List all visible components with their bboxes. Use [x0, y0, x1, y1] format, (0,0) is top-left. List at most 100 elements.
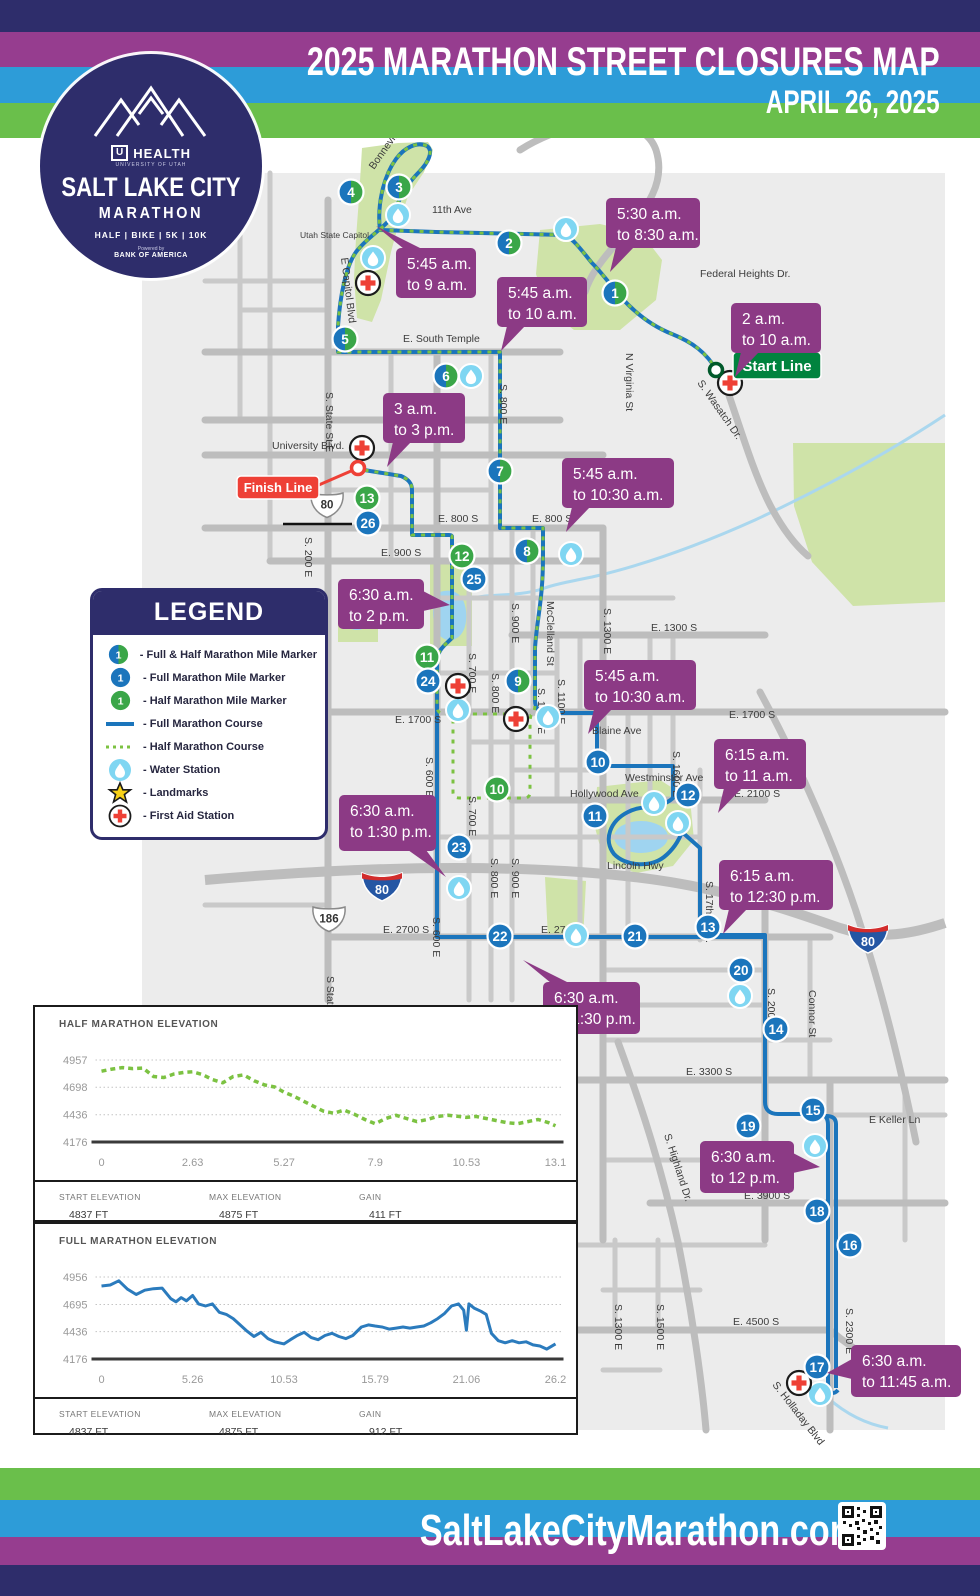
svg-text:4698: 4698: [63, 1082, 87, 1094]
svg-text:7: 7: [496, 464, 504, 479]
closure-time-callout: 6:30 a.m.to 2 p.m.: [338, 579, 450, 629]
website-url: SaltLakeCityMarathon.com: [419, 1506, 861, 1555]
svg-text:9: 9: [514, 674, 522, 689]
logo-races: HALF | BIKE | 5K | 10K: [94, 230, 208, 240]
svg-text:6:15 a.m.: 6:15 a.m.: [730, 868, 795, 885]
svg-text:to 12 p.m.: to 12 p.m.: [711, 1170, 780, 1187]
street-label: S. 1300 E: [601, 608, 613, 654]
svg-text:12: 12: [680, 788, 695, 803]
svg-text:26: 26: [360, 516, 376, 531]
svg-text:2.63: 2.63: [182, 1157, 203, 1169]
legend-item-full-half-marker: 1 - Full & Half Marathon Mile Marker: [105, 642, 317, 667]
svg-text:4176: 4176: [63, 1354, 87, 1366]
water-station-icon: [445, 697, 471, 723]
svg-text:5: 5: [341, 332, 349, 347]
mile-marker-split-5: 5: [331, 325, 359, 353]
finish-point: [349, 459, 367, 477]
street-label: E. 1700 S: [729, 709, 775, 721]
svg-text:4436: 4436: [63, 1327, 87, 1339]
header-stripe-navy: [0, 0, 980, 32]
svg-text:to 11:45 a.m.: to 11:45 a.m.: [862, 1374, 951, 1391]
svg-text:26.2: 26.2: [545, 1374, 566, 1386]
svg-text:10: 10: [590, 755, 605, 770]
svg-text:6:30 a.m.: 6:30 a.m.: [554, 990, 619, 1007]
mile-marker-half-11: 11: [413, 643, 441, 671]
svg-text:11: 11: [588, 809, 603, 824]
full-course-line-icon: [105, 720, 135, 728]
street-label: S. 200 E: [302, 537, 314, 577]
svg-text:12: 12: [454, 549, 469, 564]
mile-marker-half-13: 13: [353, 484, 381, 512]
svg-text:10.53: 10.53: [453, 1157, 481, 1169]
mile-marker-full-11: 11: [581, 802, 609, 830]
mile-marker-full-22: 22: [486, 922, 514, 950]
street-label: S. 1300 E: [612, 1304, 624, 1350]
first-aid-icon: [785, 1369, 813, 1397]
mile-marker-full-10: 10: [584, 748, 612, 776]
mile-marker-full-15: 15: [799, 1096, 827, 1124]
svg-text:6:30 a.m.: 6:30 a.m.: [349, 587, 414, 604]
half-course-line-icon: [105, 743, 135, 751]
svg-text:10.53: 10.53: [270, 1374, 298, 1386]
svg-text:4: 4: [347, 185, 355, 200]
mile-marker-full-18: 18: [803, 1197, 831, 1225]
svg-text:24: 24: [420, 674, 436, 689]
legend-item-full-course: - Full Marathon Course: [105, 712, 317, 735]
closure-time-callout: 6:30 a.m.to 12 p.m.: [700, 1141, 820, 1193]
water-station-icon: [458, 363, 484, 389]
svg-text:21.06: 21.06: [453, 1374, 481, 1386]
legend-panel: LEGEND 1 - Full & Half Marathon Mile Mar…: [90, 588, 328, 840]
closure-time-callout: 6:30 a.m.to 1:30 p.m.: [339, 795, 446, 877]
street-label: Blaine Ave: [592, 725, 642, 737]
page-title: 2025 MARATHON STREET CLOSURES MAP: [307, 40, 940, 84]
svg-text:5:45 a.m.: 5:45 a.m.: [407, 256, 472, 273]
half-chart-title: HALF MARATHON ELEVATION: [59, 1019, 219, 1030]
svg-text:0: 0: [98, 1157, 104, 1169]
svg-text:8: 8: [523, 544, 531, 559]
svg-text:to 10:30 a.m.: to 10:30 a.m.: [595, 689, 685, 706]
half_marathon_elevation-line: [101, 1065, 557, 1128]
first-aid-icon: [502, 705, 530, 733]
svg-text:to 3 p.m.: to 3 p.m.: [394, 422, 454, 439]
first-aid-icon: [348, 434, 376, 462]
mile-marker-full-17: 17: [803, 1353, 831, 1381]
street-label: E. 1700 S: [395, 714, 441, 726]
route-shield: 186: [312, 905, 346, 933]
legend-item-half-marker: 1 - Half Marathon Mile Marker: [105, 688, 317, 713]
mile-marker-full-12: 12: [674, 781, 702, 809]
svg-text:16: 16: [842, 1238, 858, 1253]
mile-marker-full-26: 26: [354, 509, 382, 537]
full-half-mile-marker-icon: 1: [105, 642, 132, 667]
street-label: S. 900 E: [509, 858, 521, 898]
street-label: Westminster Ave: [625, 772, 704, 784]
mile-marker-full-20: 20: [727, 956, 755, 984]
svg-text:23: 23: [451, 840, 467, 855]
svg-text:Start Line: Start Line: [742, 358, 811, 375]
svg-text:10: 10: [489, 782, 504, 797]
mile-marker-split-8: 8: [513, 537, 541, 565]
street-label: S. 700 E: [466, 796, 478, 836]
svg-text:15.79: 15.79: [361, 1374, 389, 1386]
footer-stripe-blue: [0, 1500, 980, 1537]
mile-marker-split-7: 7: [486, 457, 514, 485]
svg-text:19: 19: [740, 1119, 755, 1134]
svg-text:17: 17: [809, 1360, 824, 1375]
svg-text:6:30 a.m.: 6:30 a.m.: [350, 803, 415, 820]
mile-marker-full-13: 13: [694, 913, 722, 941]
footer-stripe-green: [0, 1468, 980, 1500]
street-label: E. 2700 S: [383, 924, 429, 936]
street-label: E. South Temple: [403, 333, 480, 345]
u-of-u-icon: U: [111, 145, 129, 161]
street-label: Lincoln Hwy: [607, 860, 664, 872]
landmark-star-icon: [105, 780, 135, 805]
street-label: E Keller Ln: [869, 1114, 921, 1126]
mile-marker-split-9: 9: [504, 667, 532, 695]
water-station-icon: [105, 758, 135, 782]
svg-text:80: 80: [321, 500, 334, 512]
logo-powered-by: Powered by: [137, 246, 165, 252]
mile-marker-split-2: 2: [495, 229, 523, 257]
svg-text:20: 20: [733, 963, 748, 978]
street-label: E. 2100 S: [734, 788, 780, 800]
